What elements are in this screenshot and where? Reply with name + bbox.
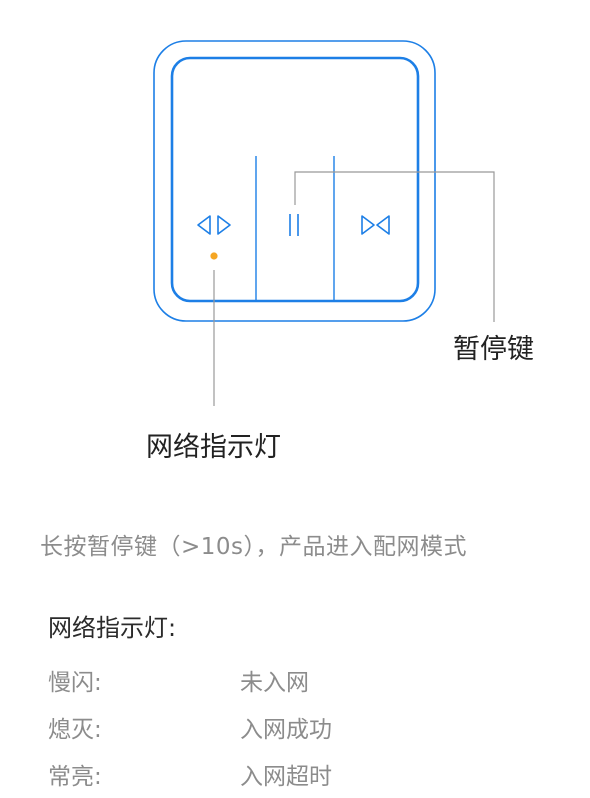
legend-meaning: 入网超时 xyxy=(240,764,332,790)
prev-next-icon xyxy=(197,215,231,235)
legend-state: 慢闪: xyxy=(48,670,102,696)
legend-meaning: 入网成功 xyxy=(240,717,332,743)
pairing-instruction: 长按暂停键（>10s），产品进入配网模式 xyxy=(40,534,468,560)
network-indicator-dot xyxy=(210,252,218,260)
legend-state: 常亮: xyxy=(48,764,102,790)
pause-icon xyxy=(289,214,299,236)
device-outer-frame xyxy=(153,40,436,322)
legend-meaning: 未入网 xyxy=(240,670,309,696)
legend-row: 熄灭: 入网成功 xyxy=(48,710,568,744)
legend-row: 常亮: 入网超时 xyxy=(48,757,568,791)
legend-title: 网络指示灯: xyxy=(48,614,177,642)
device-inner-frame xyxy=(170,56,420,303)
legend-row: 慢闪: 未入网 xyxy=(48,663,568,697)
network-indicator-label: 网络指示灯 xyxy=(146,432,281,463)
pause-key-leader-line xyxy=(294,171,495,322)
device-diagram xyxy=(153,40,495,406)
bowtie-icon xyxy=(361,215,390,235)
legend-state: 熄灭: xyxy=(48,717,102,743)
pause-key-label: 暂停键 xyxy=(453,334,534,365)
